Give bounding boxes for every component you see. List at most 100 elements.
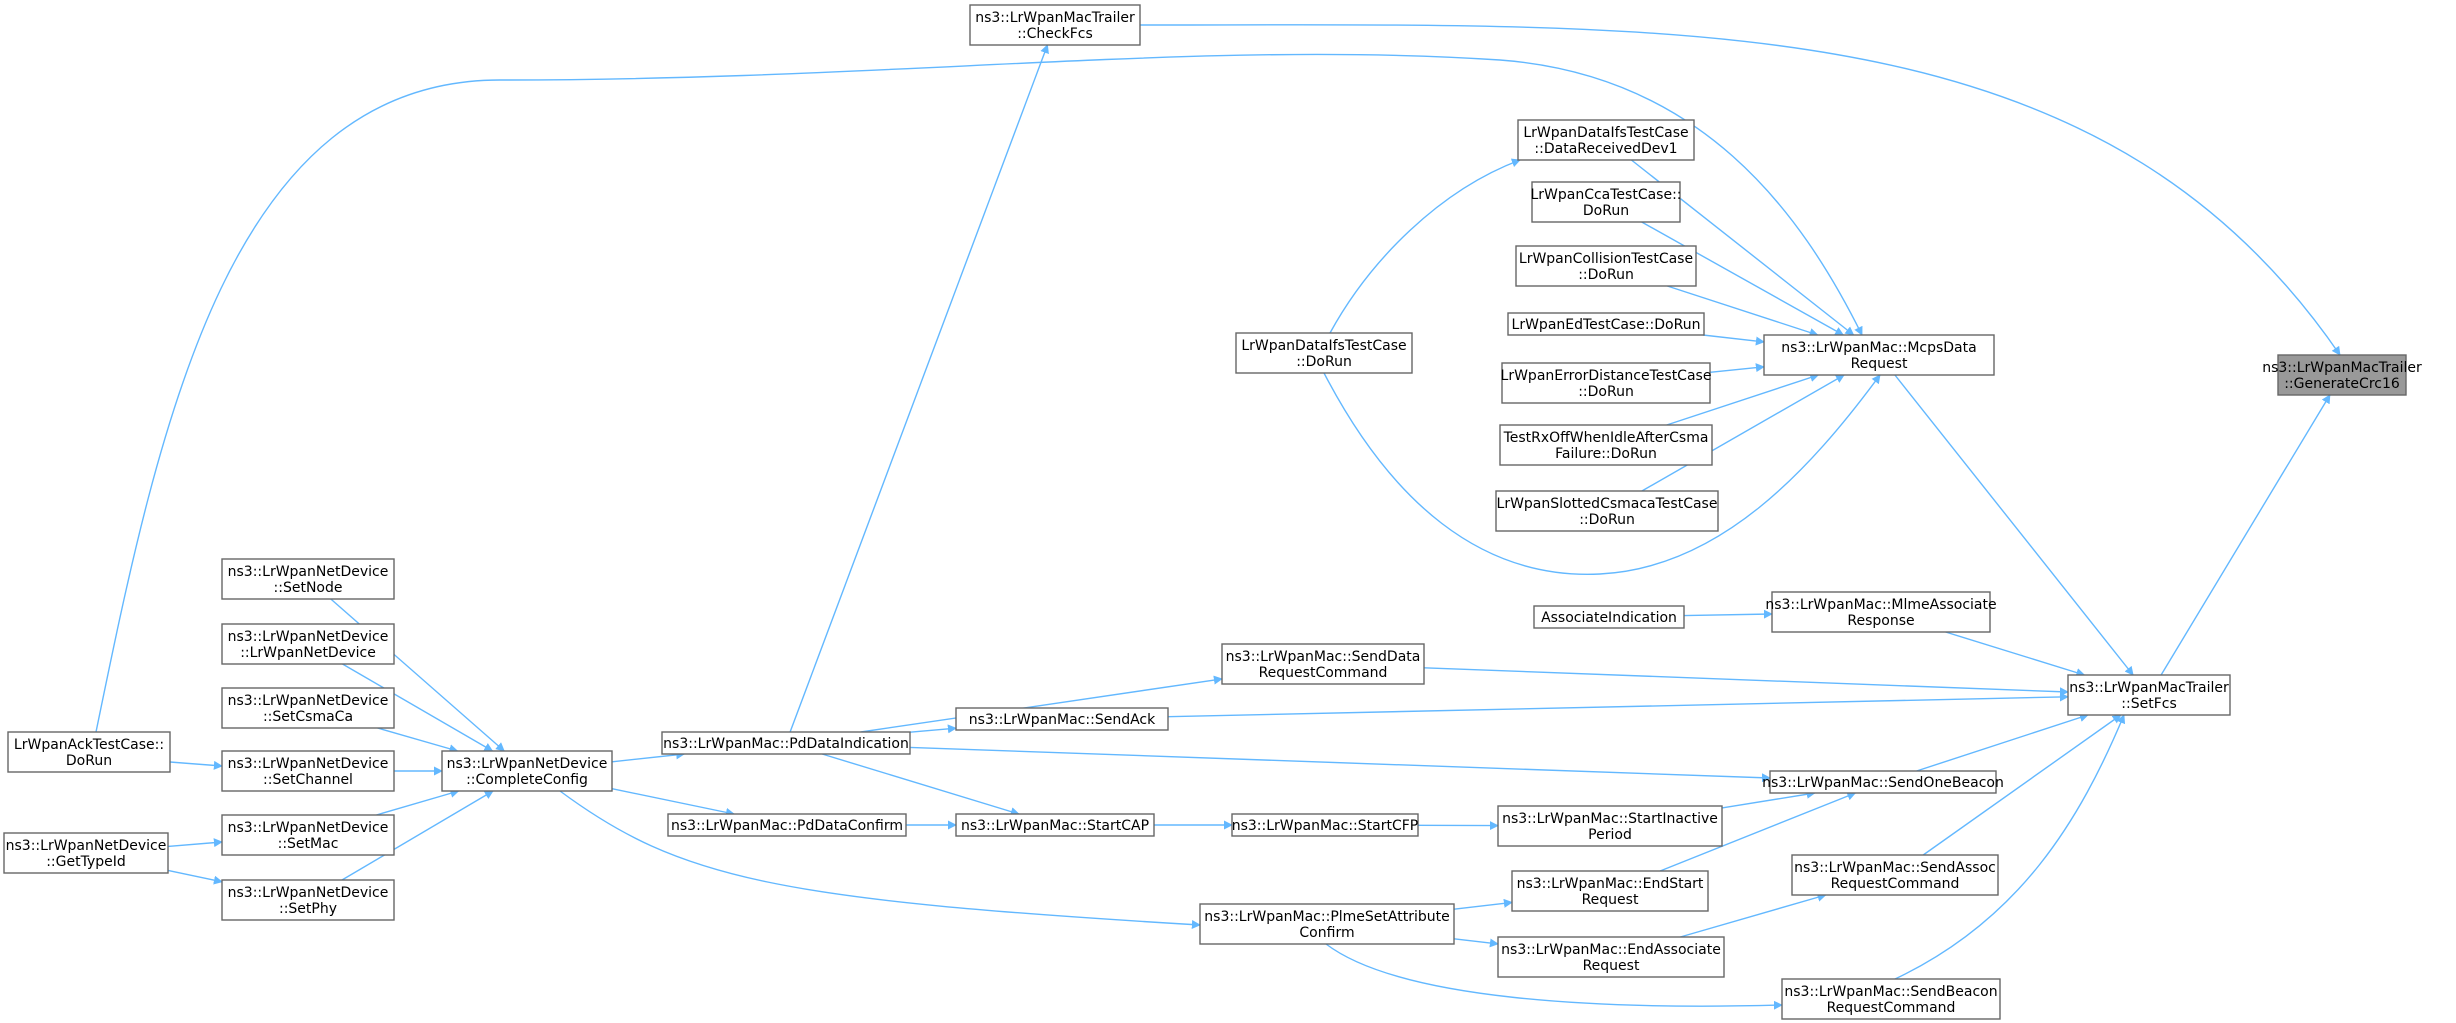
node-label: ns3::LrWpanMac::EndStart [1517, 876, 1704, 892]
node-box [1497, 805, 1723, 847]
node-label: ::SetNode [274, 580, 343, 596]
node-label: ::DoRun [1578, 267, 1634, 283]
node-box [221, 623, 395, 665]
node-label: Request [1851, 356, 1908, 372]
node-checkfcs[interactable]: ns3::LrWpanMacTrailer::CheckFcs [969, 4, 1141, 46]
node-slottedcsmaca[interactable]: LrWpanSlottedCsmacaTestCase::DoRun [1495, 490, 1719, 532]
node-box [667, 813, 907, 837]
node-box [221, 687, 395, 729]
node-label: ::SetCsmaCa [263, 709, 353, 725]
node-label: ::SetChannel [263, 772, 353, 788]
node-label: AssociateIndication [1541, 610, 1677, 626]
node-completeconfig[interactable]: ns3::LrWpanNetDevice::CompleteConfig [441, 750, 613, 792]
node-sendonebeacon[interactable]: ns3::LrWpanMac::SendOneBeacon [1762, 770, 2004, 794]
node-label: ns3::LrWpanMac::PlmeSetAttribute [1204, 909, 1449, 925]
node-label: LrWpanDataIfsTestCase [1523, 125, 1688, 141]
edge-lrwpannetdevicector-to-completeconfig [342, 663, 494, 752]
node-label: ns3::LrWpanNetDevice [228, 693, 389, 709]
node-label: Confirm [1299, 925, 1354, 941]
node-label: LrWpanCcaTestCase:: [1530, 187, 1681, 203]
node-errordistancetestcase[interactable]: LrWpanErrorDistanceTestCase::DoRun [1501, 362, 1712, 404]
edge-acktestcase-to-setchannel [169, 760, 223, 770]
node-box [3, 832, 169, 874]
node-box [969, 4, 1141, 46]
node-label: ns3::LrWpanNetDevice [228, 820, 389, 836]
node-dataifsdorun[interactable]: LrWpanDataIfsTestCase::DoRun [1235, 332, 1413, 374]
node-generatecrc16[interactable]: ns3::LrWpanMacTrailer::GenerateCrc16 [2262, 354, 2422, 396]
edge-sendassocrequestcommand-to-setfcs [1922, 714, 2122, 856]
node-startcap[interactable]: ns3::LrWpanMac::StartCAP [955, 813, 1155, 837]
node-label: LrWpanDataIfsTestCase [1241, 338, 1406, 354]
node-collisiontestcase[interactable]: LrWpanCollisionTestCase::DoRun [1515, 245, 1697, 287]
node-label: RequestCommand [1831, 876, 1960, 892]
node-startcfp[interactable]: ns3::LrWpanMac::StartCFP [1231, 813, 1419, 837]
edges-layer [95, 24, 2341, 1010]
node-box [2067, 674, 2231, 716]
node-label: Request [1582, 892, 1639, 908]
node-label: LrWpanCollisionTestCase [1519, 251, 1693, 267]
node-gettypeid[interactable]: ns3::LrWpanNetDevice::GetTypeId [3, 832, 169, 874]
edge-pddataindication-to-checkfcs [789, 44, 1049, 733]
node-label: Failure::DoRun [1555, 446, 1657, 462]
node-box [221, 879, 395, 921]
edge-sendbeaconrequestcommand-to-setfcs [1894, 714, 2126, 980]
node-label: ::DoRun [1578, 384, 1634, 400]
node-label: ns3::LrWpanMacTrailer [2262, 360, 2422, 376]
edge-completeconfig-to-pddataconfirm [611, 788, 735, 817]
edge-plmesetattributeconfirm-to-endassociaterequest [1453, 938, 1499, 948]
node-acktestcase[interactable]: LrWpanAckTestCase::DoRun [7, 731, 171, 773]
node-label: ns3::LrWpanMac::StartCFP [1232, 818, 1419, 834]
node-setfcs[interactable]: ns3::LrWpanMacTrailer::SetFcs [2067, 674, 2231, 716]
edge-testrxoff-to-mcpsdatarequest [1666, 373, 1820, 426]
node-edtestcase[interactable]: LrWpanEdTestCase::DoRun [1507, 312, 1705, 336]
node-label: ::CompleteConfig [466, 772, 588, 788]
node-box [955, 707, 1169, 731]
node-associateindication[interactable]: AssociateIndication [1533, 605, 1685, 629]
node-box [221, 558, 395, 600]
node-label: Period [1588, 827, 1632, 843]
node-setnode[interactable]: ns3::LrWpanNetDevice::SetNode [221, 558, 395, 600]
node-datareceiveddev1[interactable]: LrWpanDataIfsTestCase::DataReceivedDev1 [1517, 119, 1695, 161]
node-label: ns3::LrWpanMac::McpsData [1781, 340, 1976, 356]
node-pddataindication[interactable]: ns3::LrWpanMac::PdDataIndication [661, 731, 911, 755]
node-label: ns3::LrWpanMac::StartInactive [1502, 811, 1718, 827]
node-setphy[interactable]: ns3::LrWpanNetDevice::SetPhy [221, 879, 395, 921]
node-pddataconfirm[interactable]: ns3::LrWpanMac::PdDataConfirm [667, 813, 907, 837]
node-box [1501, 362, 1711, 404]
edge-pddataindication-to-sendack [909, 724, 957, 734]
edge-completeconfig-to-pddataindication [611, 750, 686, 763]
node-box [221, 750, 395, 792]
node-label: ns3::LrWpanMac::SendAck [969, 712, 1156, 728]
node-label: ::DataReceivedDev1 [1534, 141, 1677, 157]
node-label: ::SetFcs [2121, 696, 2176, 712]
node-setmac[interactable]: ns3::LrWpanNetDevice::SetMac [221, 814, 395, 856]
node-label: RequestCommand [1827, 1000, 1956, 1016]
node-setcsmaca[interactable]: ns3::LrWpanNetDevice::SetCsmaCa [221, 687, 395, 729]
node-ccatestcase[interactable]: LrWpanCcaTestCase::DoRun [1530, 181, 1682, 223]
node-label: LrWpanErrorDistanceTestCase [1501, 368, 1712, 384]
node-sendack[interactable]: ns3::LrWpanMac::SendAck [955, 707, 1169, 731]
node-lrwpannetdevicector[interactable]: ns3::LrWpanNetDevice::LrWpanNetDevice [221, 623, 395, 665]
edge-setfcs-to-generatecrc16 [2160, 394, 2331, 676]
node-label: DoRun [1583, 203, 1629, 219]
node-setchannel[interactable]: ns3::LrWpanNetDevice::SetChannel [221, 750, 395, 792]
node-label: ns3::LrWpanMac::StartCAP [961, 818, 1149, 834]
node-box [2277, 354, 2407, 396]
node-label: ns3::LrWpanNetDevice [228, 629, 389, 645]
edge-startinactiveperiod-to-sendonebeacon [1721, 789, 1816, 809]
node-box [441, 750, 613, 792]
edge-edtestcase-to-mcpsdatarequest [1702, 334, 1765, 346]
node-label: ns3::LrWpanNetDevice [228, 885, 389, 901]
node-box [1781, 978, 2001, 1020]
node-label: ::LrWpanNetDevice [240, 645, 376, 661]
